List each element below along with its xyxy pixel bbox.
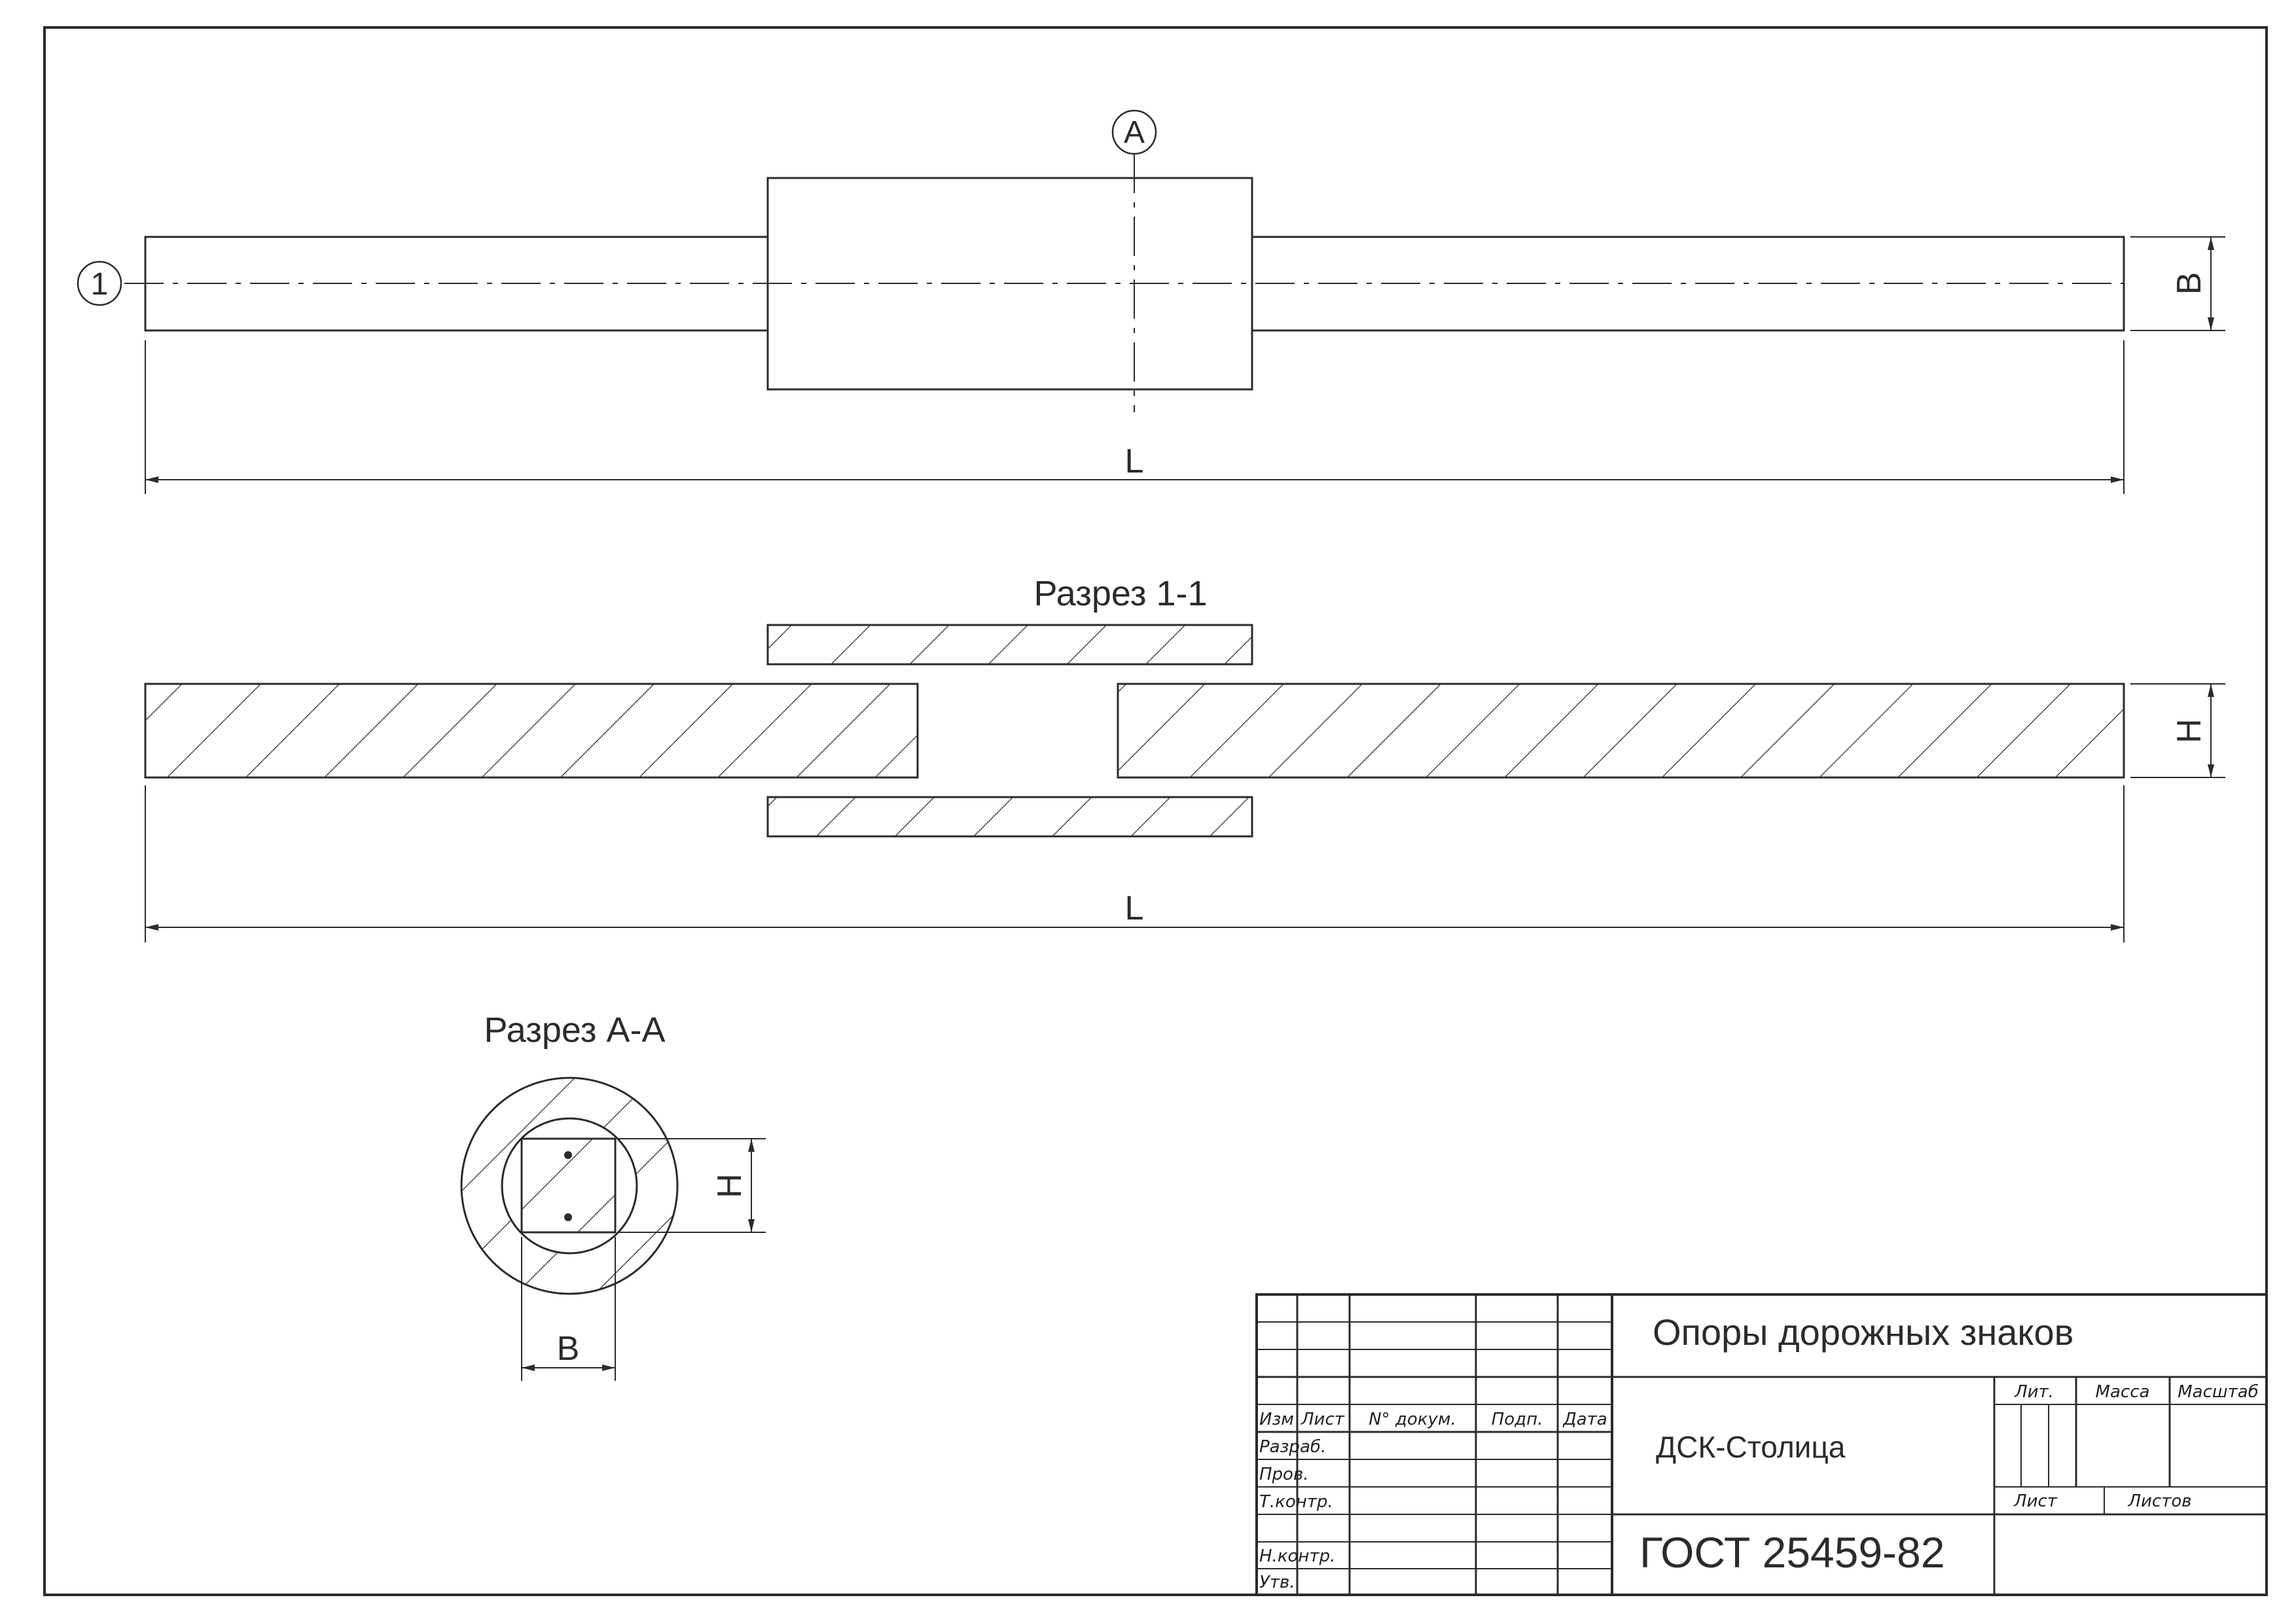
tb-scale-label: Масштаб bbox=[2178, 1382, 2259, 1402]
secA-dim-b-label: B bbox=[557, 1330, 580, 1368]
tb-mass-label: Масса bbox=[2096, 1382, 2150, 1402]
axis-marker-a-circle bbox=[1111, 109, 1157, 155]
tb-organization: ДСК-Столица bbox=[1656, 1430, 1846, 1464]
tb-header-doc-no: N° докум. bbox=[1369, 1410, 1456, 1429]
title-block bbox=[1255, 1293, 2268, 1596]
tb-header-izm: Изм bbox=[1259, 1410, 1294, 1429]
section-1-1 bbox=[144, 624, 2225, 942]
title-block-frame bbox=[1255, 1293, 2268, 1596]
tb-header-date: Дата bbox=[1562, 1410, 1607, 1429]
tb-role-approved: Утв. bbox=[1259, 1573, 1295, 1592]
section-1-title: Разрез 1-1 bbox=[1033, 574, 1207, 613]
sec1-dim-l-label: L bbox=[1125, 889, 1144, 927]
sleeve-bottom-wall bbox=[766, 796, 1253, 838]
axis-marker-1-circle bbox=[77, 260, 122, 306]
sheet-frame bbox=[43, 26, 2268, 1596]
top-dim-l-label: L bbox=[1125, 442, 1144, 480]
rebar-dot-top bbox=[564, 1151, 572, 1159]
rebar-dot-bottom bbox=[564, 1213, 572, 1221]
tb-drawing-name: Опоры дорожных знаков bbox=[1653, 1311, 2073, 1353]
tb-sheets-label: Листов bbox=[2127, 1491, 2191, 1511]
tb-role-norm-control: Н.контр. bbox=[1259, 1546, 1335, 1566]
axis-marker-a-label: A bbox=[1124, 115, 1145, 150]
sec1-dim-h-label: H bbox=[2170, 719, 2208, 743]
section-a-title: Разрез А-А bbox=[484, 1010, 665, 1050]
tb-header-sign: Подп. bbox=[1492, 1410, 1543, 1429]
axis-marker-1-label: 1 bbox=[91, 267, 109, 302]
tb-sheet-label: Лист bbox=[2013, 1491, 2058, 1511]
tb-role-developed: Разраб. bbox=[1259, 1437, 1326, 1457]
tb-role-tech-control: Т.контр. bbox=[1259, 1492, 1333, 1512]
top-dim-b-label: B bbox=[2170, 272, 2208, 295]
section-a-a bbox=[460, 1077, 766, 1381]
top-view bbox=[77, 109, 2225, 494]
tb-document-code: ГОСТ 25459-82 bbox=[1640, 1528, 1945, 1577]
tb-header-list: Лист bbox=[1300, 1410, 1345, 1429]
beam-left-section bbox=[144, 683, 919, 779]
tb-role-checked: Пров. bbox=[1259, 1465, 1309, 1484]
beam-right-section bbox=[1117, 683, 2125, 779]
secA-dim-h-label: H bbox=[711, 1173, 749, 1198]
tb-lit-label: Лит. bbox=[2014, 1382, 2054, 1402]
sleeve-top-wall bbox=[766, 624, 1253, 666]
